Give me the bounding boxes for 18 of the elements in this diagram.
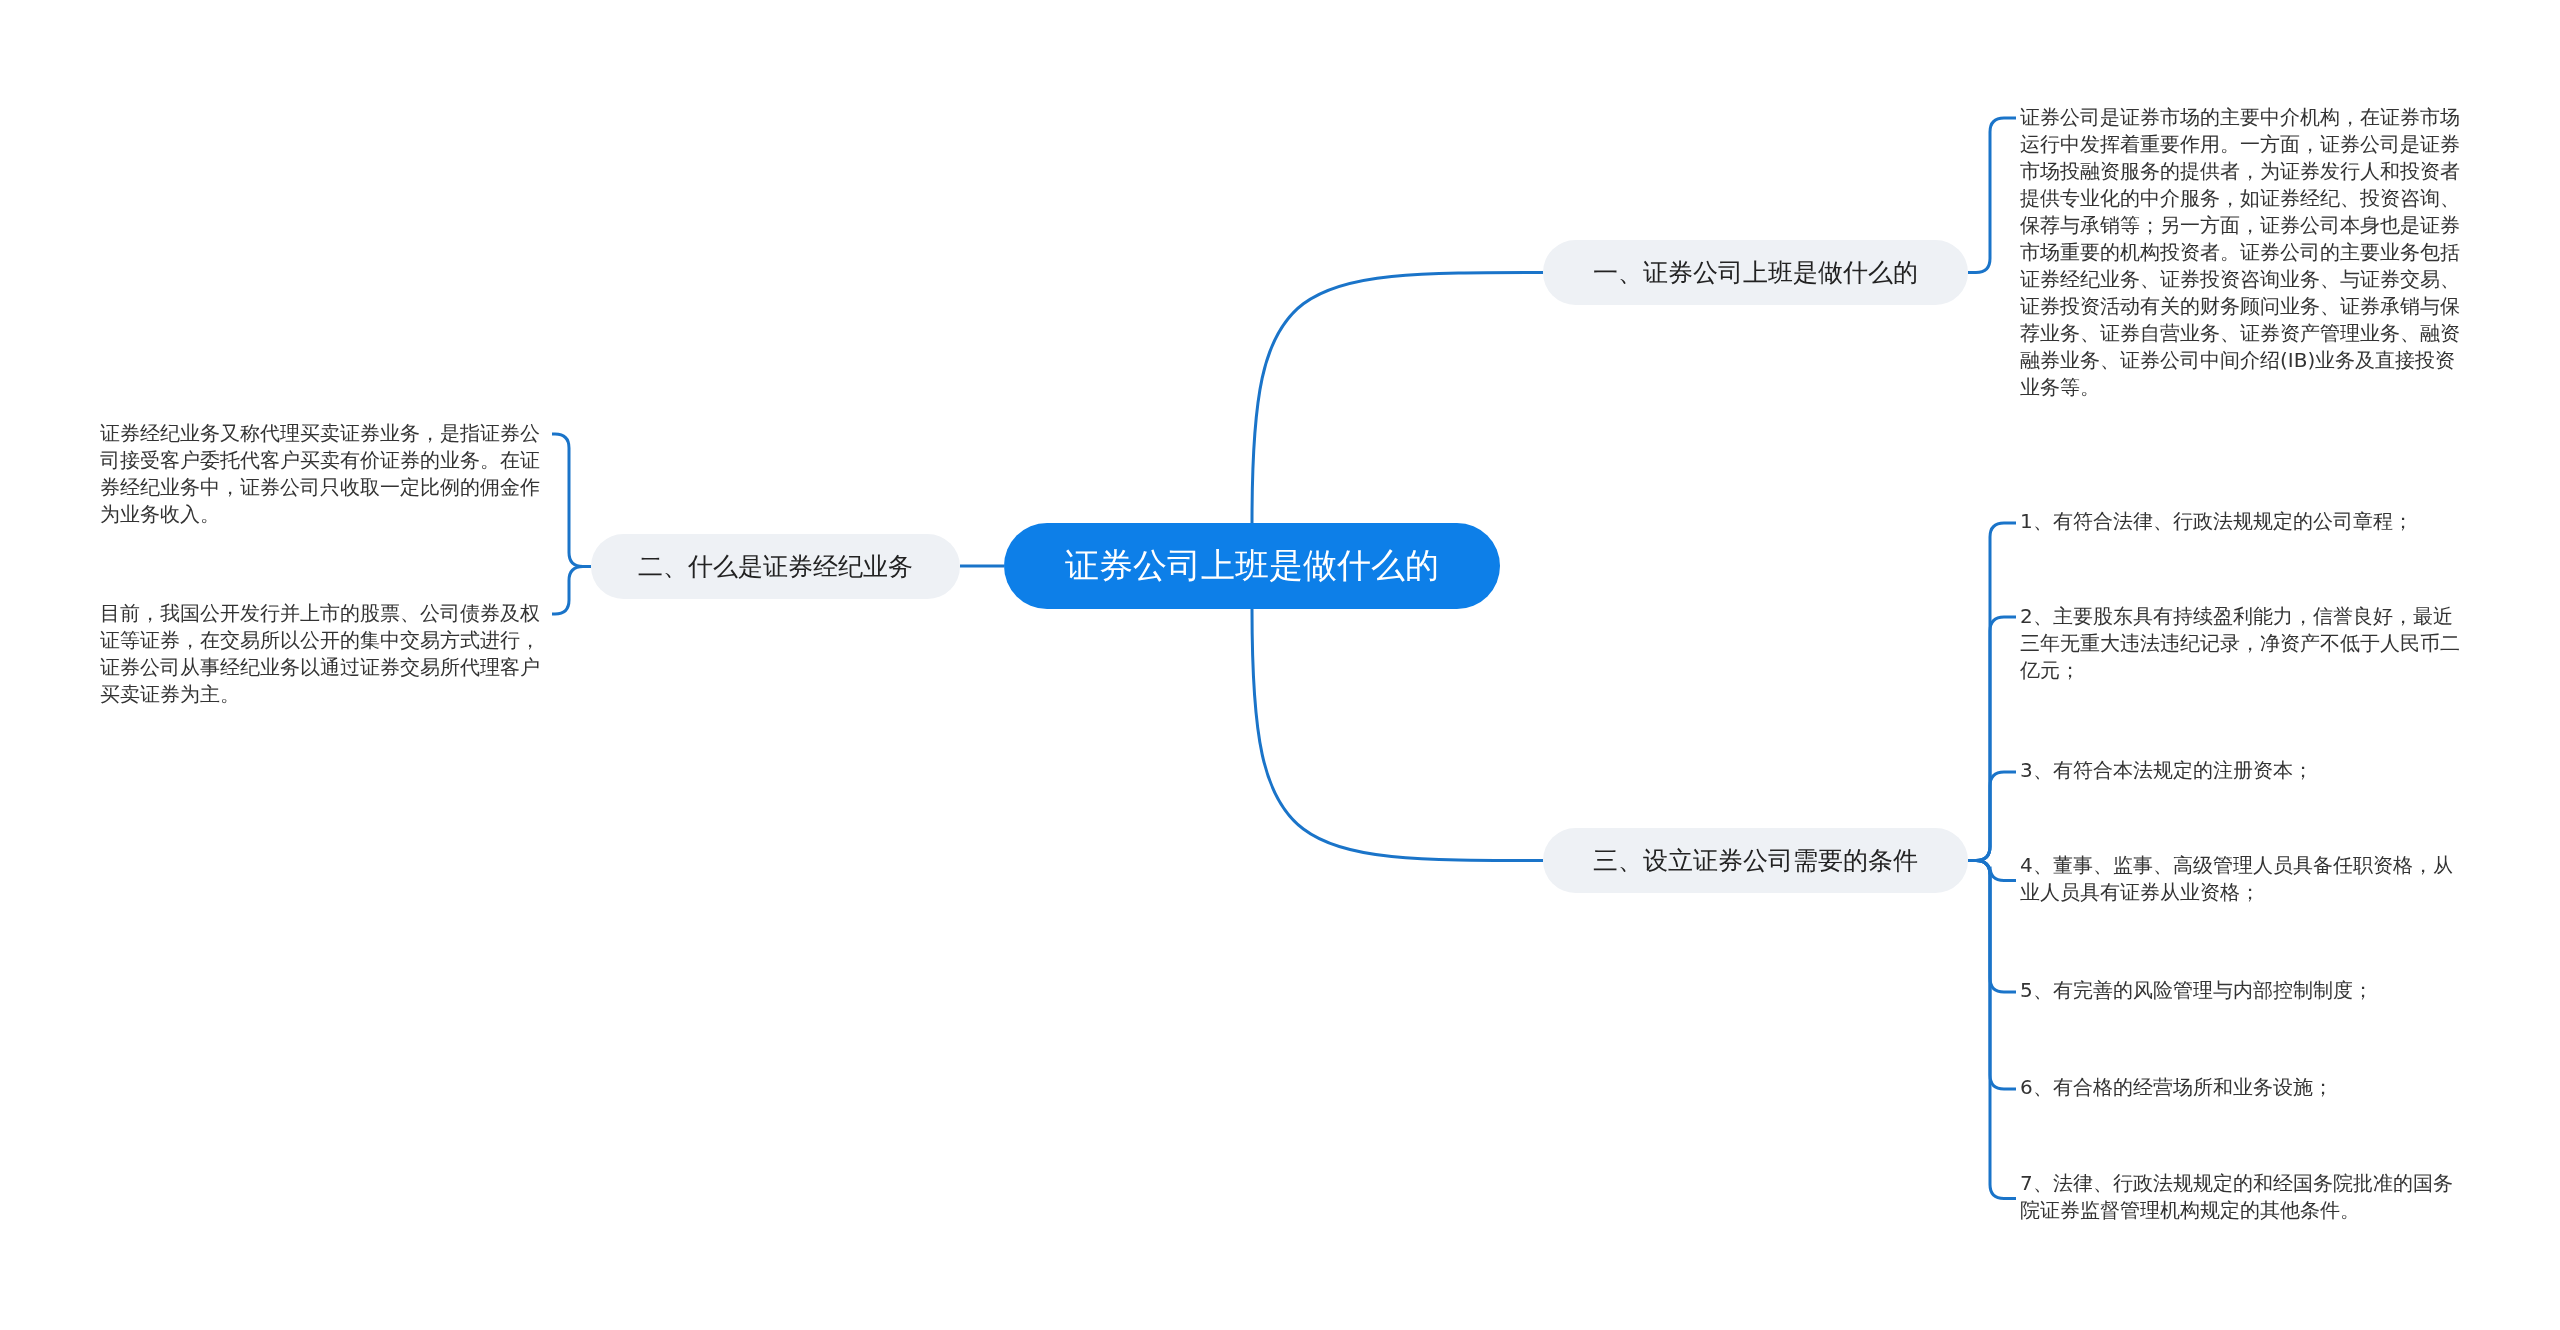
- note-text: 证券公司是证券市场的主要中介机构，在证券市场运行中发挥着重要作用。一方面，证券公司是证券市场投融资服务的提供者，为证券发行人和投资者提供专业化的中介服务，如证券经纪、投资咨询、保荐与承销等；另一方面，证券公司本身也是证券市场重要的机构投资者。证券公司的主要业务包括证券经纪业务、证券投资咨询业务、与证券交易、证券投资活动有关的财务顾问业务、证券承销与保荐业务、证券自营业务、证券资产管理业务、融资融券业务、证券公司中间介绍(IB)业务及直接投资业务等。: [2020, 104, 2472, 444]
- connector-line: [1250, 608, 1543, 862]
- connector-line: [1250, 271, 1543, 524]
- note-text: 目前，我国公开发行并上市的股票、公司债券及权证等证券，在交易所以公开的集中交易方式进行，证券公司从事经纪业务以通过证券交易所代理客户买卖证券为主。: [100, 600, 548, 716]
- list-item: 1、有符合法律、行政法规规定的公司章程；: [2020, 508, 2472, 538]
- central-topic: 证券公司上班是做什么的: [1004, 523, 1500, 609]
- branch-topic: 三、设立证券公司需要的条件: [1543, 828, 1968, 893]
- note-text: 证券经纪业务又称代理买卖证券业务，是指证券公司接受客户委托代客户买卖有价证券的业务。在证券经纪业务中，证券公司只收取一定比例的佣金作为业务收入。: [100, 420, 548, 536]
- list-item: 5、有完善的风险管理与内部控制制度；: [2020, 977, 2472, 1007]
- branch-topic: 一、证券公司上班是做什么的: [1543, 240, 1968, 305]
- list-item: 4、董事、监事、高级管理人员具备任职资格，从业人员具有证券从业资格；: [2020, 852, 2472, 909]
- list-item: 2、主要股东具有持续盈利能力，信誉良好，最近三年无重大违法违纪记录，净资产不低于人民币二亿元；: [2020, 603, 2472, 687]
- connector-line: [552, 565, 591, 616]
- connector-line: [960, 564, 1004, 568]
- list-item: 3、有符合本法规定的注册资本；: [2020, 757, 2472, 787]
- list-item: 6、有合格的经营场所和业务设施；: [2020, 1074, 2472, 1104]
- list-item: 7、法律、行政法规规定的和经国务院批准的国务院证券监督管理机构规定的其他条件。: [2020, 1170, 2472, 1227]
- branch-topic: 二、什么是证券经纪业务: [591, 534, 960, 599]
